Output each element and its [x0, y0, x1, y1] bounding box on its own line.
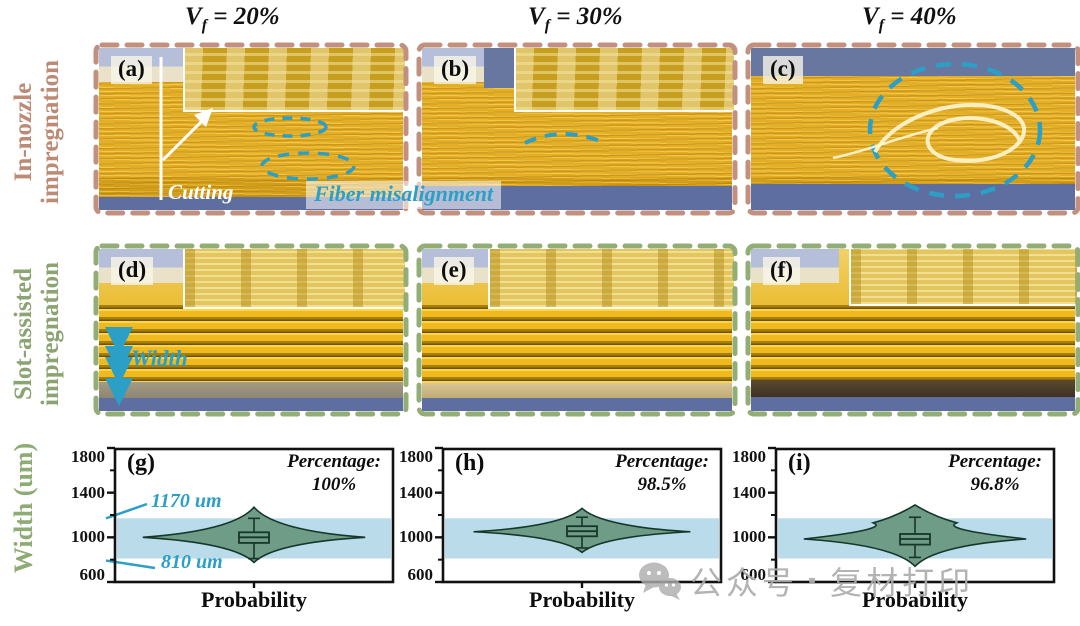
violin-chart-canvas — [768, 446, 1056, 588]
y-tick-label: 1000 — [399, 527, 433, 547]
panel-letter: (b) — [434, 56, 477, 85]
panel-letter: (g) — [127, 450, 155, 476]
percentage-value: 100% — [311, 474, 357, 495]
row-label-line: impregnation — [37, 60, 64, 204]
substrate-strip — [751, 184, 1075, 210]
leader-line-high — [105, 502, 148, 520]
photo-panel-f: (f) — [751, 249, 1077, 411]
photo-panel-d: (d) — [99, 249, 405, 411]
y-tick-label: 600 — [79, 565, 106, 584]
y-axis-tick-labels: 1800 1400 1000 600 — [65, 447, 107, 584]
substrate-strip — [751, 397, 1075, 411]
resin-strip — [99, 382, 403, 398]
percentage-label: Percentage: — [615, 451, 709, 472]
y-tick-label: 1800 — [732, 447, 766, 466]
background-patch — [484, 48, 516, 88]
zoom-inset — [514, 48, 734, 112]
zoom-inset — [488, 249, 734, 309]
percentage-label: Percentage: — [287, 451, 381, 472]
column-header-vf30: Vf = 30% — [528, 3, 623, 35]
vf-symbol: V — [862, 3, 879, 30]
row-label-line: impregnation — [37, 262, 64, 406]
y-tick-label: 1800 — [71, 447, 105, 466]
percentage-annotation: Percentage: 98.5% — [615, 450, 709, 496]
vf-subscript: f — [544, 17, 551, 34]
y-tick-label: 1000 — [71, 527, 105, 547]
violin-chart-canvas — [435, 446, 723, 588]
row-label-slot-assisted-impregnation: Slot-assisted impregnation — [5, 249, 69, 419]
y-tick-label: 1800 — [399, 447, 433, 466]
row-label-line: In-nozzle — [10, 82, 37, 182]
y-axis-title-width-um: Width (um) — [8, 422, 40, 594]
row-label-in-nozzle-impregnation: In-nozzle impregnation — [5, 47, 69, 217]
width-annotation: Width — [131, 346, 188, 371]
vf-subscript: f — [201, 17, 208, 34]
violin-plot-h: 1800 1400 1000 600 (h) Percentage: 98.5% Pr… — [399, 446, 723, 612]
watermark-text: 复材打印 — [830, 564, 975, 602]
panel-letter: (h) — [455, 450, 485, 476]
percentage-label: Percentage: — [948, 451, 1042, 472]
y-tick-label: 600 — [407, 565, 434, 584]
panel-letter: (i) — [788, 450, 811, 476]
violin-chart-canvas — [105, 446, 395, 588]
y-tick-label: 1000 — [732, 527, 766, 547]
row-label-line: Width (um) — [8, 442, 38, 574]
column-header-vf20: Vf = 20% — [185, 3, 280, 35]
fiber-misalignment-annotation: Fiber misalignment — [306, 181, 502, 209]
zoom-inset — [183, 249, 405, 309]
wechat-icon — [639, 562, 681, 600]
x-axis-label: Probability — [862, 587, 968, 612]
percentage-annotation: Percentage: 96.8% — [948, 450, 1042, 496]
vf-value: = 30% — [550, 3, 623, 30]
zoom-inset — [849, 249, 1077, 306]
band-lower-limit-label: 810 um — [161, 551, 223, 573]
panel-letter: (d) — [111, 257, 154, 286]
watermark: 公众号 · 复材打印 — [638, 558, 974, 604]
violin-plot-g: 1800 1400 1000 600 (g) Percentage: 100% 117… — [71, 446, 395, 612]
column-header-vf40: Vf = 40% — [862, 3, 957, 35]
resin-strip — [751, 380, 1075, 397]
violin-plot-i: 1800 1400 1000 600 (i) Percentage: 96.8% Pr… — [732, 446, 1056, 612]
panel-letter: (e) — [434, 257, 474, 286]
watermark-text: 公众号 — [690, 564, 799, 602]
y-axis-tick-labels: 1800 1400 1000 600 — [726, 447, 768, 584]
zoom-inset — [183, 48, 405, 112]
panel-letter: (a) — [111, 56, 152, 85]
y-tick-label: 1400 — [399, 482, 433, 502]
band-upper-limit-label: 1170 um — [151, 490, 222, 512]
percentage-value: 98.5% — [637, 474, 687, 495]
watermark-separator: · — [806, 562, 823, 600]
substrate-strip — [422, 398, 732, 411]
cutting-annotation: Cutting — [168, 180, 234, 204]
vf-symbol: V — [528, 3, 545, 30]
vf-value: = 20% — [207, 3, 280, 30]
vf-symbol: V — [185, 3, 202, 30]
substrate-strip — [99, 398, 403, 411]
panel-letter: (c) — [763, 56, 803, 85]
panel-letter: (f) — [763, 257, 800, 286]
resin-strip — [422, 383, 732, 398]
row-label-line: Slot-assisted — [10, 268, 37, 400]
photo-panel-c: (c) — [751, 48, 1075, 210]
x-axis-label: Probability — [529, 587, 635, 612]
y-tick-label: 600 — [740, 565, 767, 584]
percentage-annotation: Percentage: 100% — [287, 450, 381, 496]
vf-subscript: f — [878, 17, 885, 34]
y-axis-tick-labels: 1800 1400 1000 600 — [393, 447, 435, 584]
y-tick-label: 1400 — [71, 482, 105, 502]
leader-line-low — [105, 559, 156, 570]
percentage-value: 96.8% — [970, 474, 1020, 495]
photo-panel-e: (e) — [422, 249, 734, 411]
x-axis-label: Probability — [201, 587, 307, 612]
vf-value: = 40% — [884, 3, 957, 30]
y-tick-label: 1400 — [732, 482, 766, 502]
